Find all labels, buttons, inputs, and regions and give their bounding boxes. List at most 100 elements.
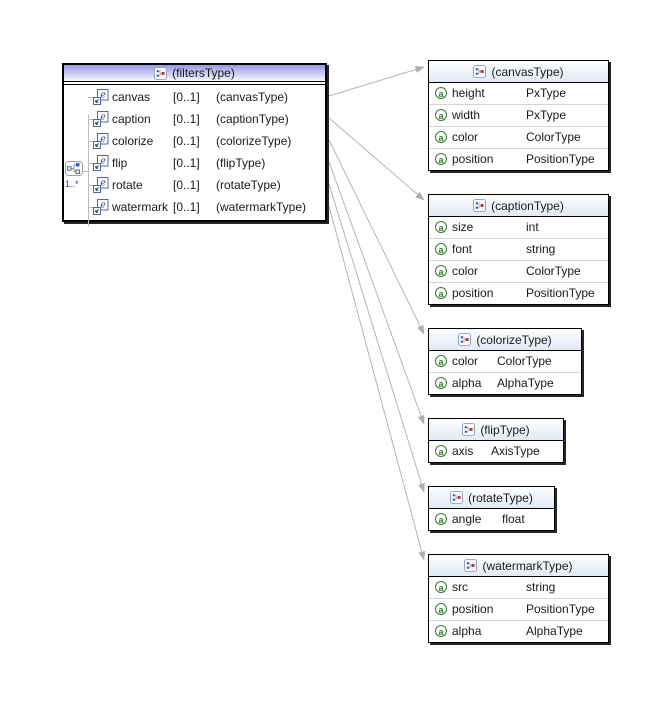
element-row-caption[interactable]: e caption [0..1] (captionType) [64, 108, 325, 130]
element-row-watermark[interactable]: e watermark [0..1] (watermarkType) [64, 196, 325, 218]
canvastype-header[interactable]: (canvasType) [429, 61, 608, 83]
attribute-type: ColorType [526, 130, 581, 144]
canvastype-title: (canvasType) [491, 64, 564, 79]
attribute-row-font[interactable]: a font string [429, 239, 608, 261]
attribute-row-height[interactable]: a height PxType [429, 83, 608, 105]
filterstype-title: (filtersType) [172, 66, 235, 80]
attribute-row-position[interactable]: a position PositionType [429, 283, 608, 304]
complextype-icon [473, 199, 487, 212]
rotatetype-header[interactable]: (rotateType) [429, 487, 554, 509]
attribute-type: PositionType [526, 602, 595, 616]
attribute-row-axis[interactable]: a axis AxisType [429, 441, 563, 462]
element-icon: e [93, 199, 109, 215]
element-row-rotate[interactable]: e rotate [0..1] (rotateType) [64, 174, 325, 196]
svg-text:e: e [100, 113, 105, 123]
sequence-compositor[interactable]: 1..* [65, 161, 87, 189]
attribute-name: position [452, 602, 494, 616]
attribute-row-width[interactable]: a width PxType [429, 105, 608, 127]
complextype-icon [458, 333, 472, 346]
attribute-icon: a [435, 355, 447, 367]
element-name: rotate [112, 178, 143, 192]
element-row-colorize[interactable]: e colorize [0..1] (colorizeType) [64, 130, 325, 152]
attribute-type: float [502, 512, 525, 526]
attribute-type: string [526, 580, 556, 594]
sequence-tree-line [88, 115, 89, 226]
attribute-row-alpha[interactable]: a alpha AlphaType [429, 621, 608, 642]
complextype-box-captiontype[interactable]: (captionType) a size int a font string a… [428, 194, 609, 305]
attribute-row-size[interactable]: a size int [429, 217, 608, 239]
attribute-icon: a [435, 445, 447, 457]
attribute-row-alpha[interactable]: a alpha AlphaType [429, 373, 581, 394]
complextype-icon [154, 66, 168, 80]
attribute-type: PositionType [526, 152, 595, 166]
attribute-row-src[interactable]: a src string [429, 577, 608, 599]
element-cardinality: [0..1] [173, 112, 200, 126]
compositor-cardinality: 1..* [65, 179, 79, 189]
complextype-box-filterstype[interactable]: (filtersType) e canvas [0..1] (canvasTyp… [62, 63, 327, 226]
attribute-type: ColorType [497, 354, 552, 368]
complextype-box-watermarktype[interactable]: (watermarkType) a src string a position … [428, 554, 609, 643]
attribute-row-color[interactable]: a color ColorType [429, 351, 581, 373]
rotatetype-title: (rotateType) [468, 490, 533, 505]
attribute-icon: a [435, 109, 447, 121]
captiontype-header[interactable]: (captionType) [429, 195, 608, 217]
attribute-name: angle [452, 512, 482, 526]
attribute-name: size [452, 220, 474, 234]
attribute-icon: a [435, 581, 447, 593]
element-cardinality: [0..1] [173, 200, 200, 214]
tree-stub [88, 185, 94, 186]
complextype-box-colorizetype[interactable]: (colorizeType) a color ColorType a alpha… [428, 328, 582, 395]
element-row-flip[interactable]: e flip [0..1] (flipType) [64, 152, 325, 174]
complextype-box-canvastype[interactable]: (canvasType) a height PxType a width PxT… [428, 60, 609, 171]
attribute-name: alpha [452, 624, 482, 638]
attribute-row-position[interactable]: a position PositionType [429, 599, 608, 621]
colorizetype-title: (colorizeType) [476, 332, 552, 347]
colorizetype-header[interactable]: (colorizeType) [429, 329, 581, 351]
element-cardinality: [0..1] [173, 134, 200, 148]
complextype-icon [462, 423, 476, 436]
attribute-icon: a [435, 513, 447, 525]
svg-text:e: e [100, 91, 105, 101]
complextype-icon [473, 65, 487, 78]
fliptype-header[interactable]: (flipType) [429, 419, 563, 441]
element-name: watermark [112, 200, 169, 214]
attribute-type: ColorType [526, 264, 581, 278]
captiontype-title: (captionType) [491, 198, 564, 213]
attribute-icon: a [435, 603, 447, 615]
tree-stub [88, 97, 94, 98]
attribute-row-color[interactable]: a color ColorType [429, 261, 608, 283]
element-cardinality: [0..1] [173, 156, 200, 170]
element-row-canvas[interactable]: e canvas [0..1] (canvasType) [64, 86, 325, 108]
connector-canvas-to-canvastype [328, 66, 425, 97]
connector-caption-to-captiontype [328, 117, 425, 201]
connector-flip-to-fliptype [328, 161, 425, 425]
complextype-box-fliptype[interactable]: (flipType) a axis AxisType [428, 418, 564, 463]
element-icon: e [93, 89, 109, 105]
attribute-icon: a [435, 243, 447, 255]
tree-stub [88, 119, 94, 120]
attribute-row-color[interactable]: a color ColorType [429, 127, 608, 149]
watermarktype-header[interactable]: (watermarkType) [429, 555, 608, 577]
attribute-icon: a [435, 265, 447, 277]
element-type: (canvasType) [216, 90, 289, 104]
attribute-name: position [452, 152, 494, 166]
element-type: (captionType) [216, 112, 289, 126]
attribute-icon: a [435, 87, 447, 99]
attribute-row-position[interactable]: a position PositionType [429, 149, 608, 170]
element-name: colorize [112, 134, 154, 148]
attribute-icon: a [435, 153, 447, 165]
attribute-type: AxisType [491, 444, 540, 458]
svg-text:e: e [100, 135, 105, 145]
attribute-type: PxType [526, 108, 567, 122]
element-name: canvas [112, 90, 151, 104]
element-name: caption [112, 112, 151, 126]
attribute-name: font [452, 242, 473, 256]
attribute-name: axis [452, 444, 474, 458]
tree-stub [88, 207, 94, 208]
attribute-type: int [526, 220, 539, 234]
tree-stub [88, 163, 94, 164]
watermarktype-title: (watermarkType) [482, 558, 573, 573]
attribute-row-angle[interactable]: a angle float [429, 509, 554, 530]
filterstype-header[interactable]: (filtersType) [64, 65, 325, 82]
complextype-box-rotatetype[interactable]: (rotateType) a angle float [428, 486, 555, 531]
